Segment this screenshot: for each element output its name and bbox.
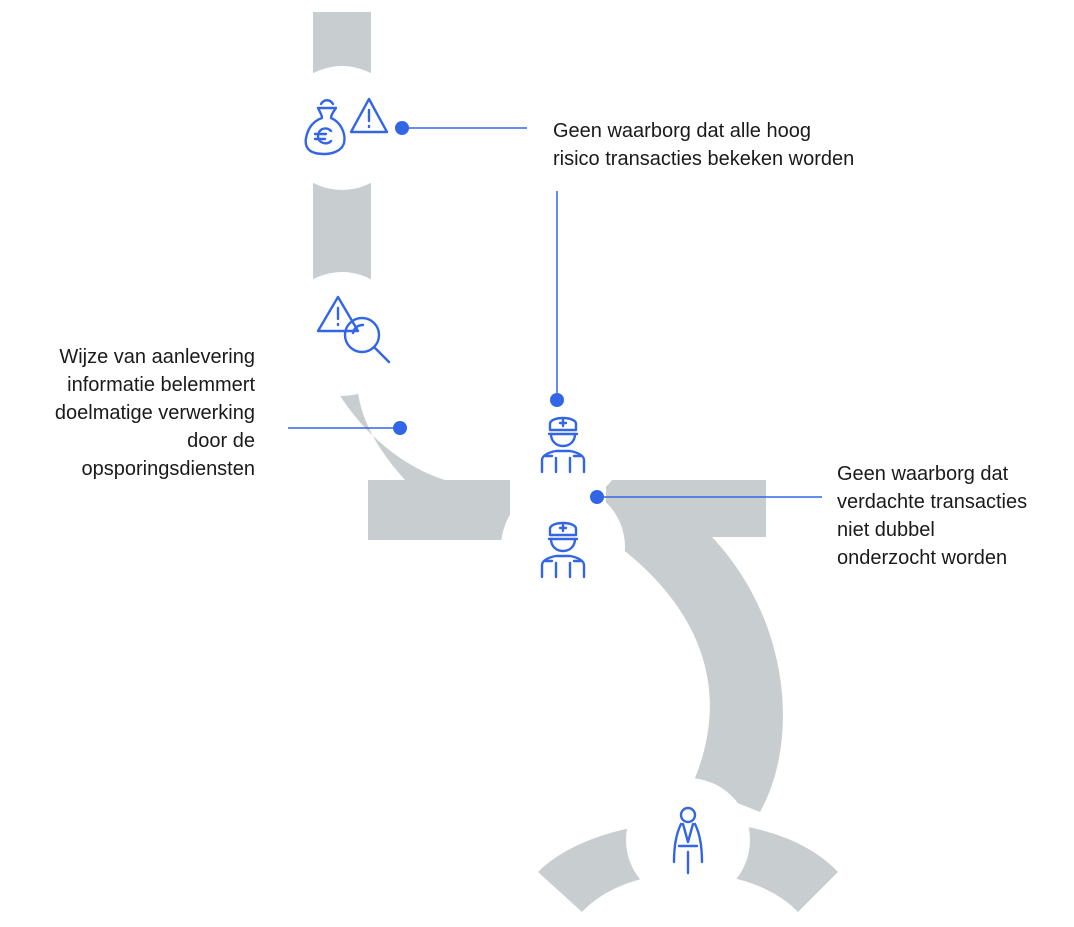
callout-left-line: informatie belemmert	[67, 374, 255, 396]
callout-left-line: opsporingsdiensten	[81, 458, 255, 480]
callout-top-label: Geen waarborg dat alle hoog risico trans…	[553, 117, 854, 173]
node-circle-search	[280, 272, 404, 396]
connectors	[288, 127, 822, 498]
connector-dot-right	[590, 490, 604, 504]
connector-dot-left	[393, 421, 407, 435]
callout-top-line: Geen waarborg dat alle hoog	[553, 120, 811, 142]
callout-top-line: risico transacties bekeken worden	[553, 148, 855, 170]
police-officer-icon	[540, 521, 586, 579]
callout-left-line: doelmatige verwerking	[54, 402, 255, 424]
right-branch-path	[606, 480, 783, 812]
node-circle-officer-2	[501, 485, 625, 609]
police-officer-icon	[540, 416, 586, 474]
callout-right-line: niet dubbel	[837, 519, 935, 541]
callout-left-label: Wijze van aanlevering informatie belemme…	[55, 343, 255, 483]
connector-dot-top	[395, 121, 409, 135]
connector-dots	[393, 121, 604, 504]
warning-search-icon	[316, 295, 391, 364]
connector-dot-officer	[550, 393, 564, 407]
callout-left-line: door de	[187, 430, 255, 452]
callout-right-label: Geen waarborg dat verdachte transacties …	[837, 460, 1027, 572]
callout-right-line: verdachte transacties	[837, 491, 1028, 513]
callout-right-line: Geen waarborg dat	[837, 463, 1009, 485]
callout-left-line: Wijze van aanlevering	[59, 346, 255, 368]
callout-right-line: onderzocht worden	[837, 547, 1008, 569]
left-curved-path	[313, 322, 510, 540]
money-bag-warning-icon	[304, 97, 389, 156]
node-circle-officer-1	[501, 380, 625, 504]
lawyer-icon	[672, 806, 704, 875]
